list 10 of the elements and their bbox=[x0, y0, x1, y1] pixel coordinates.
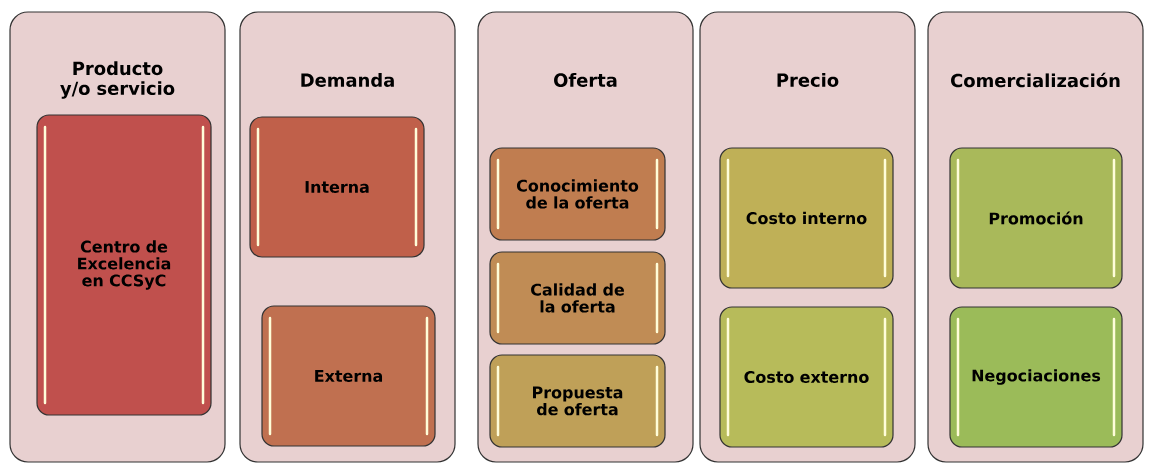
rounded-box: Centro de Excelencia en CCSyC bbox=[36, 114, 212, 416]
rounded-box: Propuesta de oferta bbox=[489, 354, 666, 448]
rounded-box: Externa bbox=[261, 305, 436, 447]
rounded-box: Costo externo bbox=[719, 306, 894, 448]
rounded-box: Negociaciones bbox=[949, 306, 1123, 448]
rounded-box: Conocimiento de la oferta bbox=[489, 147, 666, 241]
rounded-box: Calidad de la oferta bbox=[489, 251, 666, 345]
rounded-box: Costo interno bbox=[719, 147, 894, 289]
rounded-box: Interna bbox=[249, 116, 425, 258]
rounded-box: Promoción bbox=[949, 147, 1123, 289]
